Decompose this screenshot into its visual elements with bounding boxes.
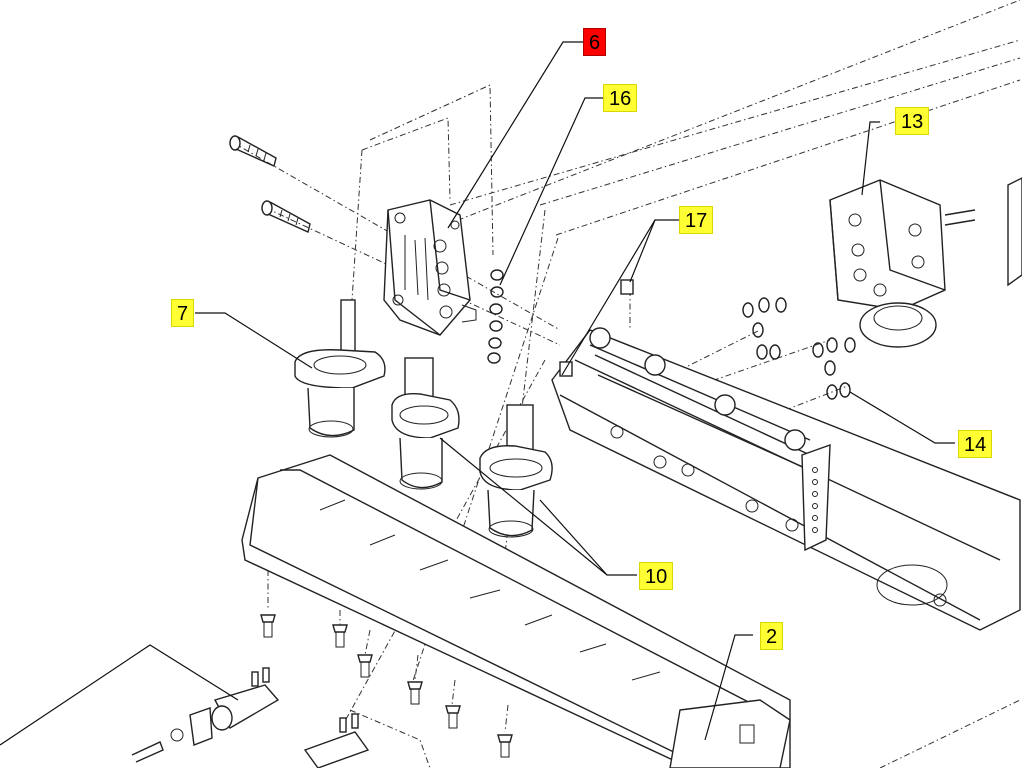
callout-6-label: 6 (589, 32, 601, 54)
callout-13[interactable]: 13 (895, 107, 930, 135)
callout-17[interactable]: 17 (679, 206, 714, 234)
valve-block-13 (829, 177, 1022, 348)
callout-17-label: 17 (685, 210, 708, 232)
callout-7[interactable]: 7 (171, 299, 195, 327)
callout-7-label: 7 (177, 303, 189, 325)
callout-10-label: 10 (645, 566, 668, 588)
callout-13-label: 13 (901, 111, 924, 133)
base-tray (241, 454, 791, 768)
o-ring-chain (487, 269, 504, 364)
fitting-left (131, 667, 280, 763)
screw-long-bottom (261, 200, 311, 233)
callout-10[interactable]: 10 (639, 562, 674, 590)
cartridge-right (479, 404, 553, 538)
manifold-frame (551, 279, 1021, 631)
tray-screws (260, 614, 513, 758)
callout-2[interactable]: 2 (760, 622, 784, 650)
leader-lines (0, 41, 955, 746)
callout-2-label: 2 (766, 626, 778, 648)
callout-6[interactable]: 6 (583, 28, 607, 56)
callout-16-label: 16 (609, 88, 632, 110)
callout-14-label: 14 (964, 434, 987, 456)
cartridge-7 (294, 299, 386, 438)
callout-14[interactable]: 14 (958, 430, 993, 458)
callout-16[interactable]: 16 (603, 84, 638, 112)
o-rings-14 (742, 297, 856, 400)
valve-body (383, 199, 477, 336)
screw-long-top (229, 135, 277, 167)
fitting-right (303, 713, 370, 768)
cartridge-middle (391, 357, 460, 490)
